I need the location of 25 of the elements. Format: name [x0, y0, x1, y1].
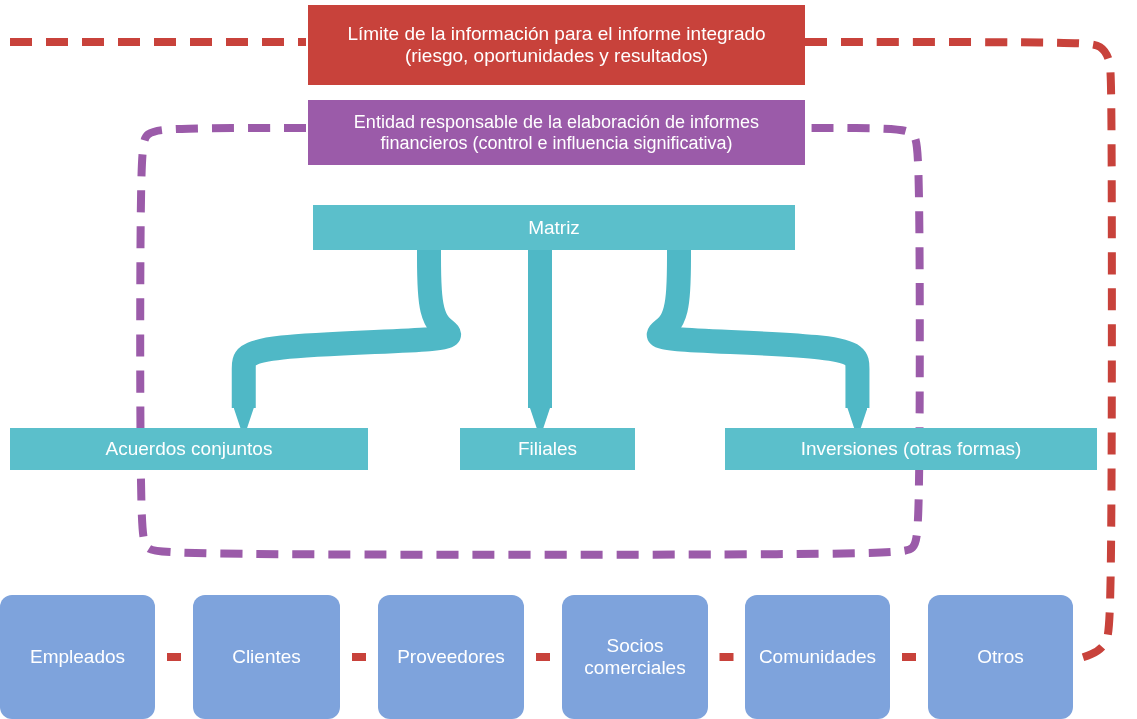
node-text: Proveedores — [397, 646, 505, 668]
node-text: Filiales — [517, 438, 578, 460]
node-text: Límite de la información para el informe integrado (riesgo, oportunidades y resultados) — [346, 23, 767, 67]
node-text: Comunidades — [758, 646, 877, 668]
entity-bar — [725, 428, 1097, 470]
stakeholder-box — [0, 595, 155, 719]
node-text: Clientes — [232, 646, 301, 668]
entity-bar — [313, 205, 795, 250]
node-text: Inversiones (otras formas) — [800, 438, 1022, 460]
stakeholder-box — [928, 595, 1073, 719]
stakeholder-box — [745, 595, 890, 719]
entity-bar — [10, 428, 368, 470]
label-box — [308, 5, 805, 85]
node-text: Socios comerciales — [583, 635, 687, 679]
node-text: Otros — [977, 646, 1024, 668]
node-text: Acuerdos conjuntos — [105, 438, 273, 460]
node-text: Matriz — [528, 216, 580, 239]
label-box — [308, 100, 805, 165]
node-text: Empleados — [29, 646, 126, 668]
node-text: Entidad responsable de la elaboración de informes financieros (control e influencia significativa) — [352, 111, 761, 154]
stakeholder-box — [193, 595, 340, 719]
stakeholder-box — [562, 595, 708, 719]
connector-line — [805, 38, 1116, 664]
entity-bar — [460, 428, 635, 470]
stakeholder-box — [378, 595, 524, 719]
